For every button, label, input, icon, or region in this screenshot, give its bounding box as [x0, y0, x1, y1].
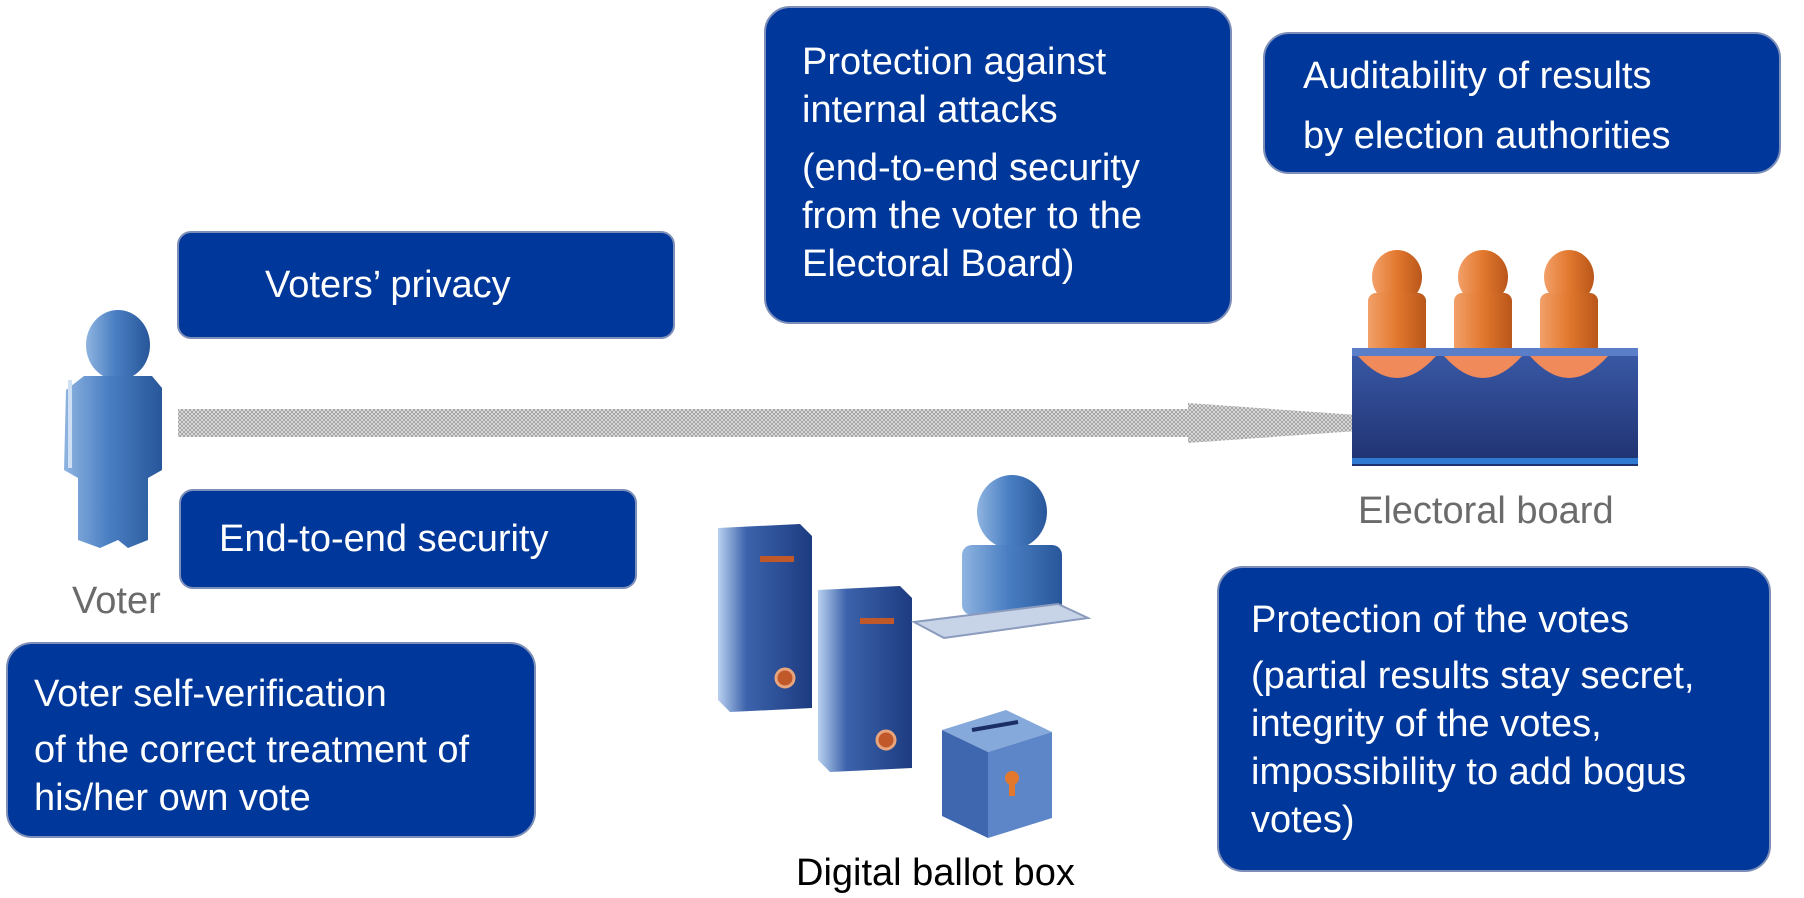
internal-attacks-line1: Protection against: [802, 41, 1107, 83]
voters-privacy-box: Voters’ privacy: [177, 231, 675, 339]
protection-of-votes-line4: impossibility to add bogus: [1251, 751, 1687, 793]
protection-of-votes-line2: (partial results stay secret,: [1251, 655, 1695, 697]
arrow-right-icon: [178, 403, 1470, 443]
internal-attacks-line4: from the voter to the: [802, 195, 1143, 237]
server-icon: [718, 524, 912, 772]
voter-self-verification-line1: Voter self-verification: [34, 673, 387, 715]
internal-attacks-line5: Electoral Board): [802, 243, 1075, 285]
auditability-box: Auditability of results by election auth…: [1263, 32, 1781, 174]
auditability-line2: by election authorities: [1303, 115, 1671, 157]
protection-of-votes-line3: integrity of the votes,: [1251, 703, 1602, 745]
voter-person-icon: [64, 310, 162, 548]
voter-self-verification-box: Voter self-verification of the correct t…: [6, 642, 536, 838]
electoral-board-icon: [1352, 250, 1638, 466]
end-to-end-security-text: End-to-end security: [219, 518, 549, 560]
end-to-end-security-box: End-to-end security: [179, 489, 637, 589]
voters-privacy-text: Voters’ privacy: [265, 264, 511, 306]
protection-of-votes-line1: Protection of the votes: [1251, 599, 1630, 641]
electoral-board-label: Electoral board: [1358, 490, 1614, 532]
voter-label: Voter: [72, 580, 161, 622]
voter-self-verification-line2: of the correct treatment of: [34, 729, 470, 771]
voter-self-verification-line3: his/her own vote: [34, 777, 311, 819]
protection-of-votes-line5: votes): [1251, 799, 1355, 841]
digital-ballot-box-label: Digital ballot box: [796, 852, 1075, 894]
auditability-line1: Auditability of results: [1303, 55, 1652, 97]
operator-person-icon: [910, 475, 1092, 640]
internal-attacks-box: Protection against internal attacks (end…: [764, 6, 1232, 324]
internal-attacks-line3: (end-to-end security: [802, 147, 1140, 189]
digital-ballot-box-icon: [942, 710, 1052, 838]
protection-of-votes-box: Protection of the votes (partial results…: [1217, 566, 1771, 872]
internal-attacks-line2: internal attacks: [802, 89, 1058, 131]
